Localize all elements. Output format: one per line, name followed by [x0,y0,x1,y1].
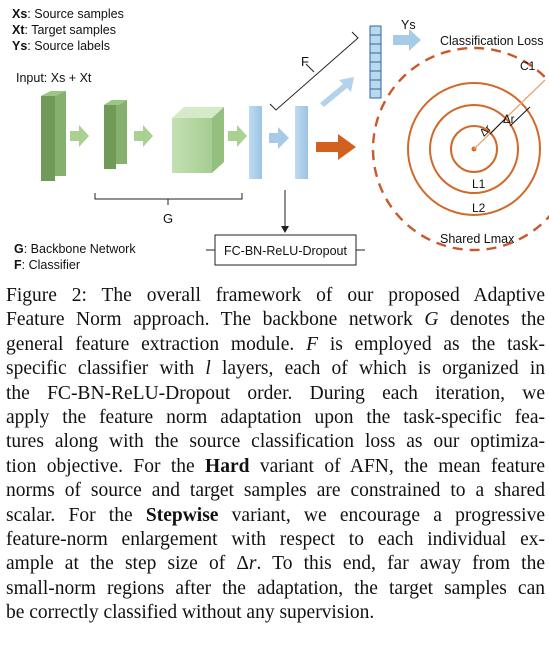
fc-block [214,234,357,266]
ring-l2 [407,82,541,216]
ring-l1 [429,104,519,194]
arrow-g2 [134,125,153,147]
shared-lmax-ring [371,46,549,252]
radius-line [473,79,546,150]
caption-line: feature-norm enlargement with respect to… [6,529,545,551]
ys-label: Ys [401,18,416,32]
caption-line: scalar. For the Stepwise variant, we enc… [6,504,545,526]
feature-bar-1 [249,106,262,179]
caption-line: Figure 2: The overall framework of our p… [6,285,545,306]
caption-line: small-norm regions after the adaptation,… [6,577,545,599]
g-brace [94,193,243,205]
arrow-f1 [269,127,289,149]
backbone-block-1 [41,91,66,181]
legend-ys: Ys: Source labels [12,39,110,53]
feature-bar-2 [295,106,308,179]
ring-inner [450,125,498,173]
input-label: Input: Xs + Xt [16,71,92,85]
legend-xt: Xt: Target samples [12,23,116,37]
f-brace [269,31,359,111]
delta-r-marker-2 [509,106,531,127]
delta-r-label-inner: Δr [478,123,495,140]
arrow-to-loss [393,29,421,51]
arrow-g1 [70,125,89,147]
caption-line: general feature extraction module. F is … [6,333,546,355]
legend-f: F: Classifier [14,258,80,272]
caption-line: tion objective. For the Hard variant of … [6,455,545,477]
fc-block-label: FC-BN-ReLU-Dropout [224,244,347,258]
caption-line: norms of source and target samples are c… [6,480,545,502]
output-vector [369,25,382,99]
arrow-g3 [228,125,247,147]
caption-line: be correctly classified without any supe… [6,602,375,624]
legend-g: G: Backbone Network [14,242,136,256]
legend-xs: Xs: Source samples [12,7,124,21]
arrow-to-output [320,77,354,107]
backbone-block-3 [172,107,224,173]
c1-label: C1 [520,59,536,73]
classification-loss-label: Classification Loss [440,34,544,48]
caption-line: apply the feature norm adaptation upon t… [6,407,545,429]
arrow-to-norm [316,134,356,160]
delta-r-label-outer: Δr [503,114,515,126]
norm-diagram: C1 Δr Δr L1 L2 Shared Lmax [371,46,549,252]
shared-lmax-label: Shared Lmax [440,232,515,246]
caption-line: tures along with the source classificati… [6,431,545,453]
l2-label: L2 [472,201,486,215]
caption-line: Feature Norm approach. The backbone netw… [6,309,545,331]
f-label: F [301,54,309,69]
figure-caption: Figure 2: The overall framework of our p… [6,284,545,626]
caption-line: specific classifier with l layers, each … [6,358,545,380]
g-label: G [163,211,173,226]
fc-connector-head [281,226,289,233]
caption-line: ample at the step size of Δr. To this en… [6,553,545,575]
l1-label: L1 [472,177,486,191]
caption-line: the FC-BN-ReLU-Dropout order. During eac… [6,382,545,404]
delta-r-marker-1 [489,117,507,135]
backbone-block-2 [104,100,127,169]
framework-figure: Xs: Source samples Xt: Target samples Ys… [12,7,549,272]
